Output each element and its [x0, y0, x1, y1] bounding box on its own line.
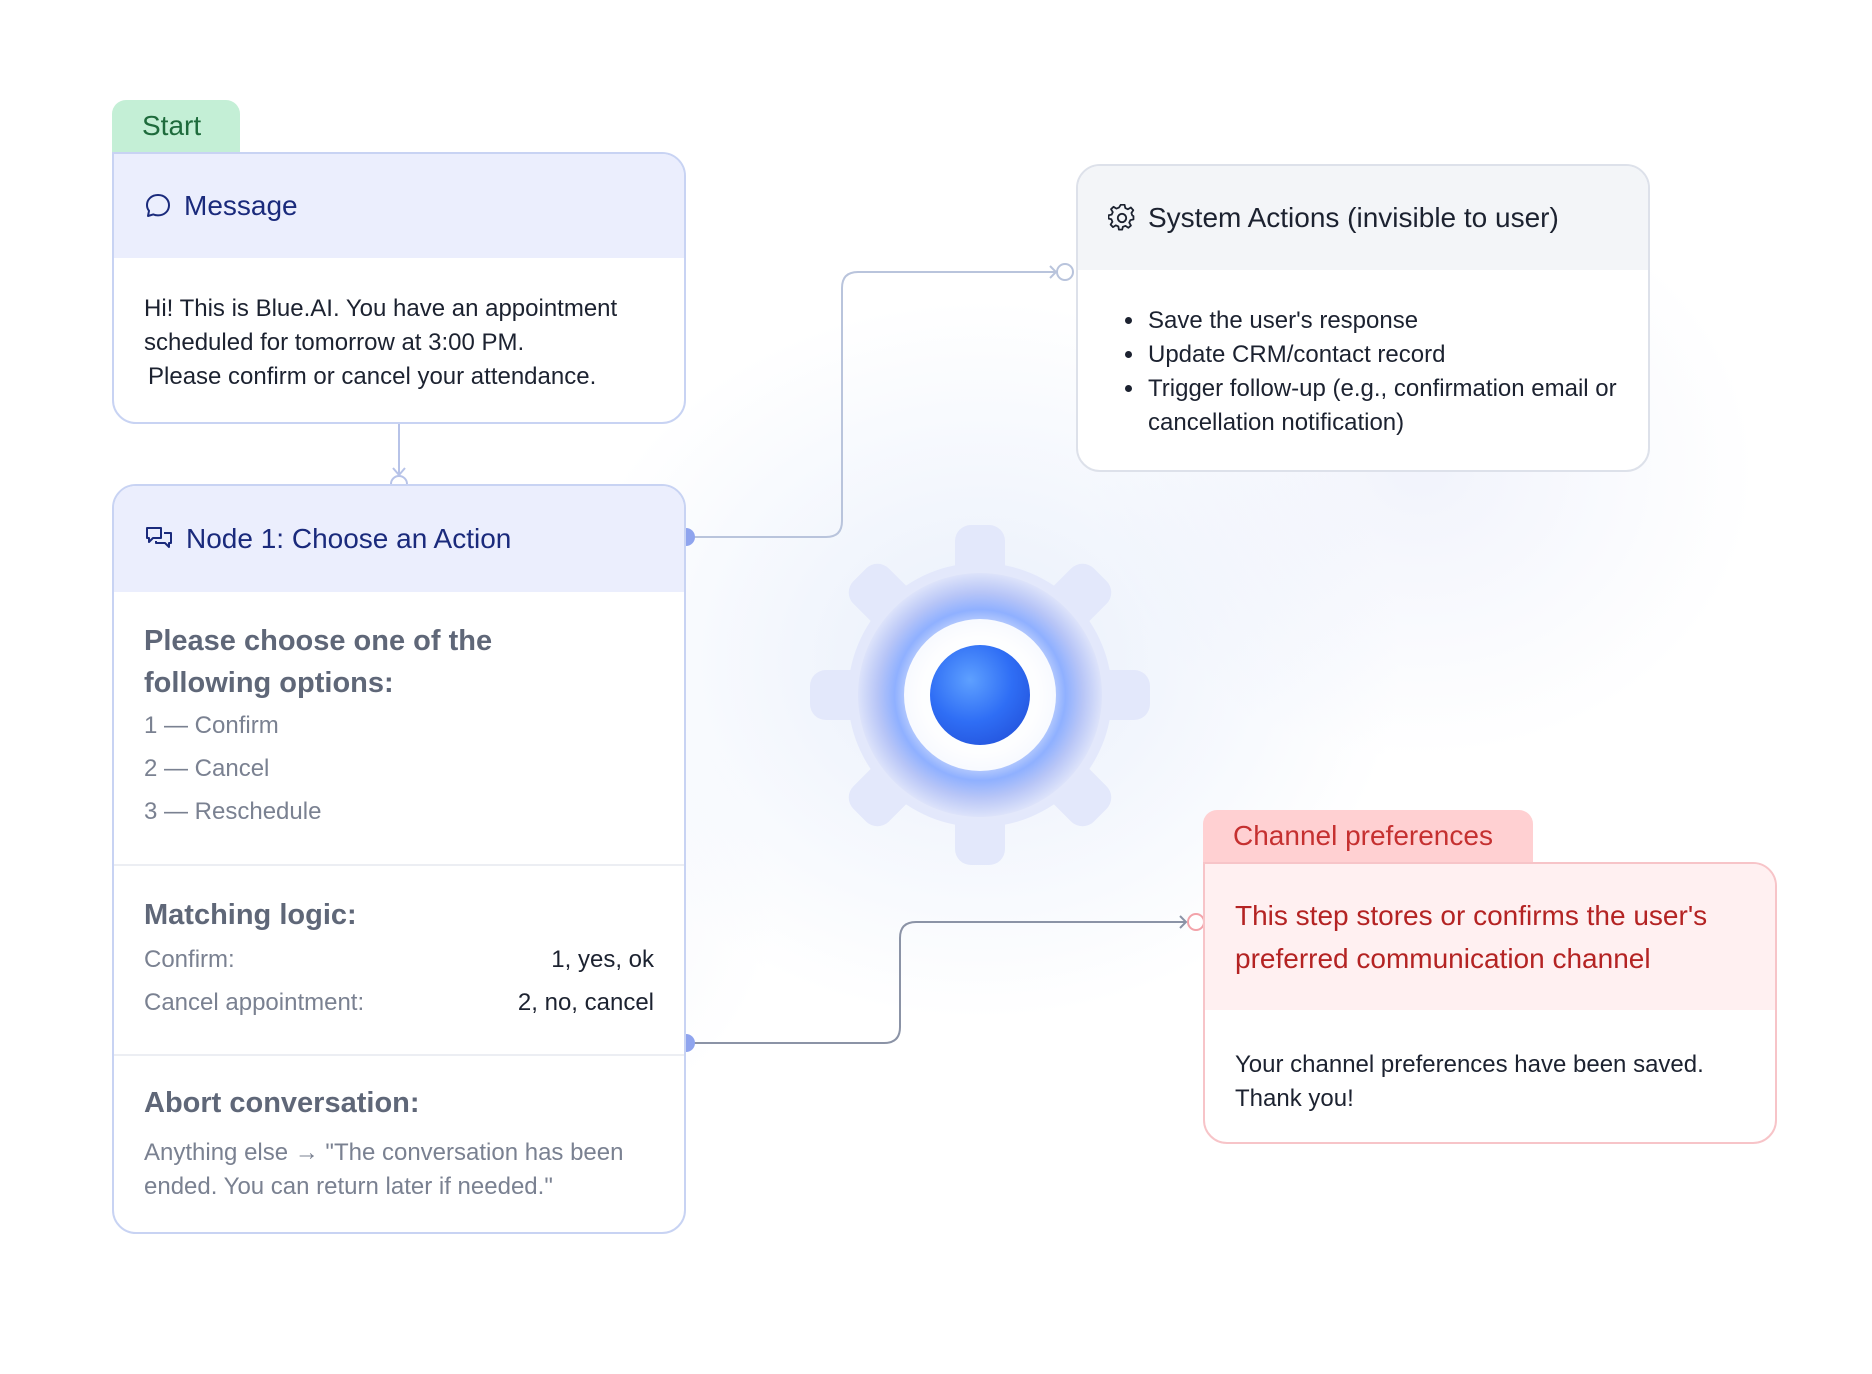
- matching-value: 1, yes, ok: [551, 938, 654, 981]
- gear-icon: [1108, 204, 1136, 232]
- channel-head-line: preferred communication channel: [1235, 937, 1745, 980]
- system-actions-list: Save the user's response Update CRM/cont…: [1078, 270, 1648, 440]
- node-card[interactable]: Node 1: Choose an Action Please choose o…: [112, 484, 686, 1234]
- message-line: scheduled for tomorrow at 3:00 PM.: [144, 326, 654, 360]
- channel-preferences-tab: Channel preferences: [1203, 810, 1533, 862]
- list-item: Save the user's response: [1146, 304, 1648, 338]
- channel-head-line: This step stores or confirms the user's: [1235, 894, 1745, 937]
- gear-graphic: [810, 525, 1150, 865]
- channel-body-line: Thank you!: [1235, 1082, 1745, 1116]
- option-item: 2 — Cancel: [144, 747, 654, 790]
- gear-illustration: [810, 525, 1150, 865]
- channel-preferences-card[interactable]: This step stores or confirms the user's …: [1203, 862, 1777, 1144]
- gear-core: [930, 645, 1030, 745]
- message-card-title: Message: [184, 190, 298, 222]
- channel-card-body: Your channel preferences have been saved…: [1205, 1010, 1775, 1116]
- message-line: Please confirm or cancel your attendance…: [144, 360, 654, 394]
- matching-key: Confirm:: [144, 938, 235, 981]
- options-section: Please choose one of the following optio…: [114, 592, 684, 866]
- matching-row: Confirm: 1, yes, ok: [144, 938, 654, 981]
- matching-key: Cancel appointment:: [144, 981, 364, 1024]
- matching-title: Matching logic:: [144, 894, 654, 936]
- channel-input-port: [1188, 914, 1204, 930]
- list-item: Update CRM/contact record: [1146, 338, 1648, 372]
- node-card-title: Node 1: Choose an Action: [186, 523, 511, 555]
- node-card-header: Node 1: Choose an Action: [114, 486, 684, 592]
- system-actions-card[interactable]: System Actions (invisible to user) Save …: [1076, 164, 1650, 472]
- options-title: Please choose one of the following optio…: [144, 620, 604, 704]
- matching-row: Cancel appointment: 2, no, cancel: [144, 981, 654, 1024]
- chat-bubble-icon: [144, 192, 172, 220]
- chat-bubbles-icon: [144, 524, 174, 554]
- abort-section: Abort conversation: Anything else → "The…: [114, 1056, 684, 1204]
- list-item: Trigger follow-up (e.g., confirmation em…: [1146, 372, 1618, 440]
- abort-title: Abort conversation:: [144, 1082, 654, 1124]
- abort-line: ended. You can return later if needed.": [144, 1170, 654, 1204]
- channel-body-line: Your channel preferences have been saved…: [1235, 1048, 1745, 1082]
- system-input-port: [1057, 264, 1073, 280]
- matching-value: 2, no, cancel: [518, 981, 654, 1024]
- option-item: 1 — Confirm: [144, 704, 654, 747]
- system-card-title: System Actions (invisible to user): [1148, 202, 1559, 234]
- message-card[interactable]: Message Hi! This is Blue.AI. You have an…: [112, 152, 686, 424]
- message-line: Hi! This is Blue.AI. You have an appoint…: [144, 292, 654, 326]
- start-tab: Start: [112, 100, 240, 152]
- system-card-header: System Actions (invisible to user): [1078, 166, 1648, 270]
- channel-card-header: This step stores or confirms the user's …: [1205, 864, 1775, 1010]
- option-item: 3 — Reschedule: [144, 790, 654, 833]
- message-card-header: Message: [114, 154, 684, 258]
- message-card-body: Hi! This is Blue.AI. You have an appoint…: [114, 258, 684, 394]
- abort-line: Anything else → "The conversation has be…: [144, 1136, 654, 1170]
- matching-section: Matching logic: Confirm: 1, yes, ok Canc…: [114, 866, 684, 1056]
